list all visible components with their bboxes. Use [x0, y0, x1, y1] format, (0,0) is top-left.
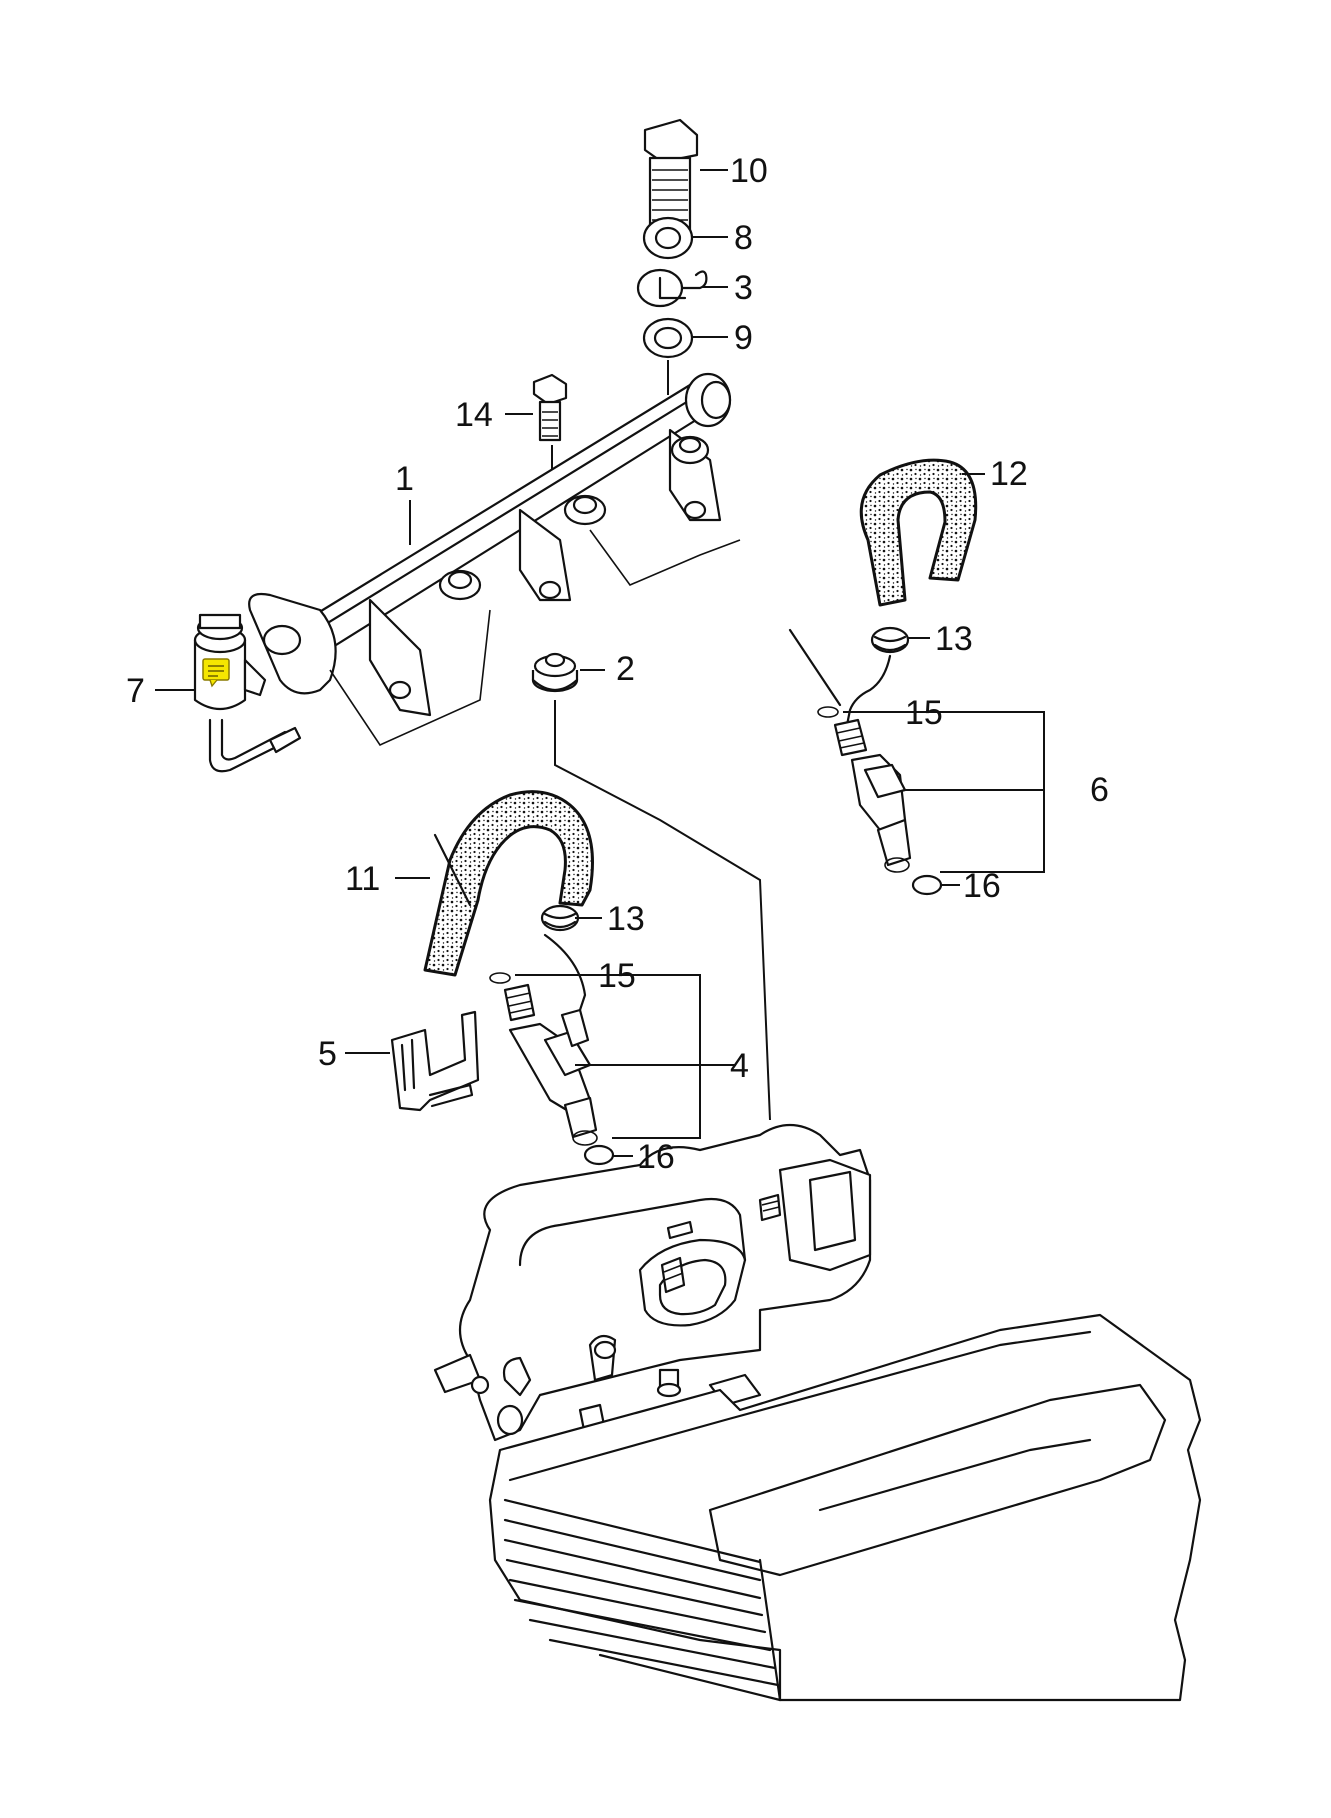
bolt-14 — [532, 373, 568, 442]
washer-8 — [642, 216, 694, 260]
pressure-regulator — [193, 613, 302, 773]
hose-12 — [859, 458, 978, 607]
callout-15-left: 15 — [598, 957, 636, 995]
sticky-note-icon[interactable] — [202, 658, 230, 688]
injector-4 — [433, 833, 598, 1146]
callout-13-left: 13 — [607, 900, 645, 938]
callout-12: 12 — [990, 455, 1028, 493]
callout-8: 8 — [734, 219, 753, 257]
clip-3 — [636, 268, 708, 308]
washer-9 — [642, 317, 694, 359]
oring-16-left — [583, 1144, 615, 1166]
engine-block — [433, 1124, 1202, 1702]
bolt-10 — [643, 118, 699, 234]
callout-15-right: 15 — [905, 694, 943, 732]
bracket-5 — [390, 1010, 480, 1112]
clamp-13-right — [870, 626, 910, 654]
callout-1: 1 — [395, 460, 414, 498]
callout-16-left: 16 — [637, 1138, 675, 1176]
callout-7: 7 — [126, 672, 145, 710]
fuel-rail — [248, 372, 741, 747]
oring-16-right — [911, 874, 943, 896]
callout-11: 11 — [345, 860, 380, 898]
leader-lines — [155, 169, 1045, 1157]
callout-5: 5 — [318, 1035, 337, 1073]
callout-labels: 1 2 3 4 5 6 7 8 9 10 11 12 13 13 14 15 1… — [126, 152, 1109, 1176]
callout-6: 6 — [1090, 771, 1109, 809]
callout-10: 10 — [730, 152, 768, 190]
callout-2: 2 — [616, 650, 635, 688]
callout-13-right: 13 — [935, 620, 973, 658]
hose-11 — [423, 790, 594, 977]
injector-6 — [788, 628, 912, 873]
callout-9: 9 — [734, 319, 753, 357]
callout-4: 4 — [730, 1047, 749, 1085]
clamp-13-left — [540, 904, 580, 932]
callout-3: 3 — [734, 269, 753, 307]
callout-14: 14 — [455, 396, 493, 434]
grommet-2 — [531, 652, 579, 693]
callout-16-right: 16 — [963, 867, 1001, 905]
